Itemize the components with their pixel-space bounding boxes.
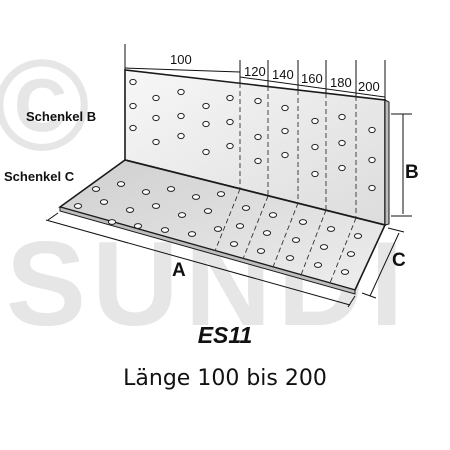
watermark-symbol: ©	[0, 32, 90, 178]
variant-lines-vertical	[239, 83, 357, 218]
holes-vertical-leg	[129, 78, 376, 192]
length-tick-200: 200	[358, 79, 380, 94]
dimension-c-label: C	[392, 250, 406, 271]
dimension-a-line	[45, 212, 356, 308]
dimension-b-label: B	[405, 162, 419, 183]
length-tick-180: 180	[330, 75, 352, 90]
dimension-b-line	[391, 113, 412, 217]
model-name: ES11	[197, 322, 253, 348]
length-dimension	[124, 44, 386, 100]
leg-b-label: Schenkel B	[26, 109, 96, 124]
length-tick-140: 140	[272, 67, 294, 82]
length-range-caption: Länge 100 bis 200	[123, 366, 327, 391]
variant-lines-horizontal	[214, 188, 357, 284]
dimension-a-label: A	[172, 260, 186, 281]
vertical-leg-edge	[384, 99, 390, 226]
length-tick-120: 120	[244, 64, 266, 79]
horizontal-leg-edge	[59, 206, 356, 295]
holes-horizontal-leg	[73, 181, 363, 275]
leg-c-label: Schenkel C	[4, 169, 75, 184]
bend-line	[124, 159, 386, 226]
dimension-c-line	[361, 227, 405, 299]
length-tick-100: 100	[170, 52, 192, 67]
length-tick-160: 160	[301, 71, 323, 86]
